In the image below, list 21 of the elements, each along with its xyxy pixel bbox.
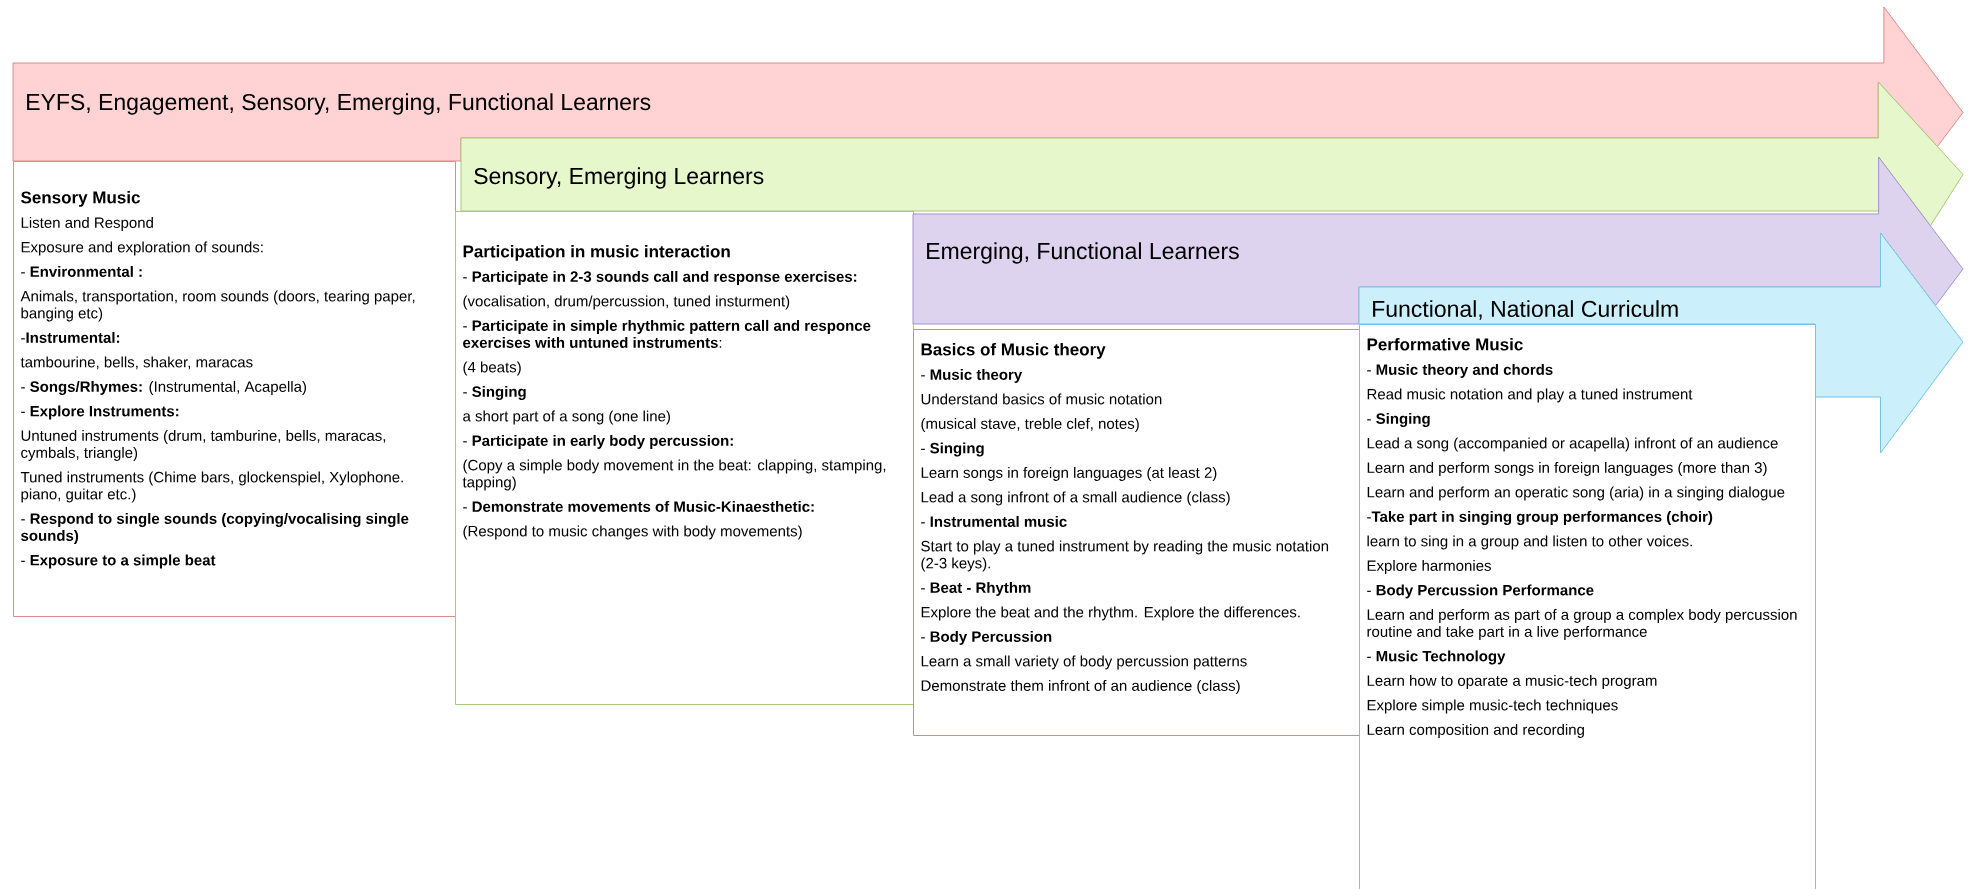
content-box: Participation in music interaction - Participate in 2-3 sounds call and response exercises: (vocalisation, drum/percussion, tuned insturment) - Participate in simple rhythmic pattern call and responce exercises with untuned instruments: (4 beats) - Singing a short part of a song (one line) - Participate in early body percussion: (Copy a simple body movement in the beat: clapping, stamping, tapping) - Demonstrate movements of Music-Kinaesthetic: (Respond to music changes with body movements) (455, 211, 914, 705)
node-label: -Take part in singing group performances (choir) (1367, 510, 1713, 525)
node-label: Learn and perform an operatic song (aria) in a singing dialogue (1367, 486, 1785, 501)
node-label: Explore simple music-tech techniques (1367, 699, 1618, 714)
node-label: - Singing (1367, 412, 1430, 427)
arrow-band: EYFS, Engagement, Sensory, Emerging, Functional Learners (12, 6, 1964, 162)
node-label: Learn composition and recording (1367, 723, 1584, 738)
node-label: learn to sing in a group and listen to other voices. (1367, 535, 1692, 550)
content-box: Sensory Music Listen and Respond Exposure and exploration of sounds: - Environmental : Animals, transportation, room sounds (doors, tearing paper, banging etc) -Instrumental: tambourine, bells, shaker, maracas - Songs/Rhymes: (Instrumental, Acapella) - Explore Instruments: Untuned instruments (drum, tamburine, bells, maracas, cymbals, triangle) Tuned instruments (Chime bars, glockenspiel, Xylophone. piano, guitar etc.) - Respond to single sounds (copying/vocalising single sounds) - Exposure to a simple beat (13, 161, 456, 617)
node-label: Lead a song (accompanied or acapella) infront of an audience (1367, 437, 1778, 452)
node-label: Performative Music (1367, 338, 1523, 351)
node-label: Read music notation and play a tuned instrument (1367, 388, 1693, 403)
node-label: Learn and perform as part of a group a complex body percussion routine and take part in a live performance (1367, 608, 1797, 640)
node-label: Learn how to oparate a music-tech program (1367, 674, 1657, 689)
node-label: Explore harmonies (1367, 559, 1491, 574)
node-label: Learn and perform songs in foreign languages (more than 3) (1367, 461, 1767, 476)
content-box: Basics of Music theory - Music theory Understand basics of music notation (musical stave, treble clef, notes) - Singing Learn songs in foreign languages (at least 2) Lead a song infront of a small audience (class) - Instrumental music Start to play a tuned instrument by reading the music notation (2-3 keys). - Beat - Rhythm Explore the beat and the rhythm. Explore the differences. - Body Percussion Learn a small variety of body percussion patterns Demonstrate them infront of an audience (class) (913, 329, 1360, 736)
content-box: Performative Music - Music theory and chords Read music notation and play a tuned instrument - Singing Lead a song (accompanied or acapella) infront of an audience Learn and perform songs in foreign languages (more than 3) Learn and perform an operatic song (aria) in a singing dialogue -Take part in singing group performances (choir) learn to sing in a group and listen to other voices. Explore harmonies - Body Percussion Performance Learn and perform as part of a group a complex body percussion routine and take part in a live performance - Music Technology Learn how to oparate a music-tech program Explore simple music-tech techniques Learn composition and recording (1359, 324, 1816, 889)
node-label: - Music theory and chords (1367, 363, 1553, 378)
node-label: - Body Percussion Performance (1367, 584, 1594, 599)
node-label: - Music Technology (1367, 650, 1506, 665)
